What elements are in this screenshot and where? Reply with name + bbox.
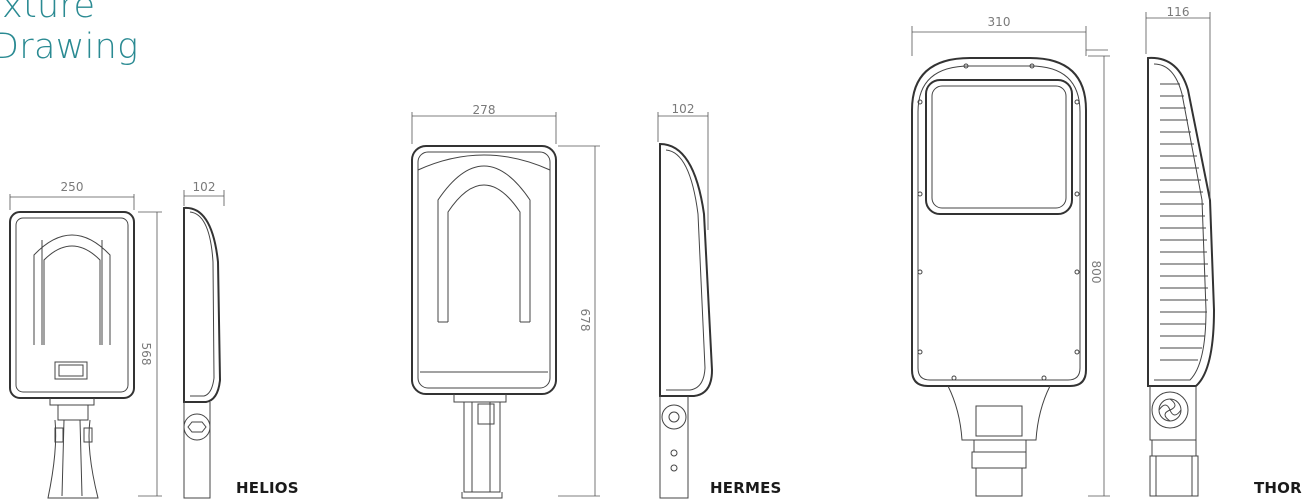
page-title: ixture Drawing [0, 0, 138, 68]
hermes-depth-label: 102 [672, 102, 695, 116]
hermes-label: HERMES [710, 479, 782, 497]
thor-width-dimension: 310 [911, 15, 1108, 56]
thor-front-view [911, 57, 1087, 497]
helios-width-dimension: 250 [9, 180, 135, 210]
title-line-2: Drawing [0, 27, 139, 67]
hermes-length-label: 678 [578, 309, 592, 332]
thor-depth-label: 116 [1167, 5, 1190, 19]
helios-width-label: 250 [61, 180, 84, 194]
hermes-length-dimension: 678 [558, 145, 600, 497]
title-line-1: ixture [0, 0, 96, 26]
helios-label: HELIOS [236, 479, 299, 497]
hermes-width-dimension: 278 [411, 103, 557, 144]
thor-side-view [1147, 56, 1216, 497]
thor-length-label: 800 [1089, 261, 1103, 284]
thor-width-label: 310 [988, 15, 1011, 29]
thor-length-dimension: 800 [1088, 55, 1110, 497]
hermes-width-label: 278 [473, 103, 496, 117]
thor-label: THOR [1254, 479, 1302, 497]
hermes-front-view [411, 145, 557, 499]
hermes-side-view [659, 142, 714, 499]
helios-depth-label: 102 [193, 180, 216, 194]
helios-front-view [9, 211, 135, 499]
helios-depth-dimension: 102 [183, 180, 225, 206]
helios-side-view [183, 206, 222, 499]
thor-depth-dimension: 116 [1145, 5, 1211, 200]
helios-length-label: 568 [139, 343, 153, 366]
helios-length-dimension: 568 [138, 211, 162, 497]
hermes-depth-dimension: 102 [657, 102, 709, 230]
